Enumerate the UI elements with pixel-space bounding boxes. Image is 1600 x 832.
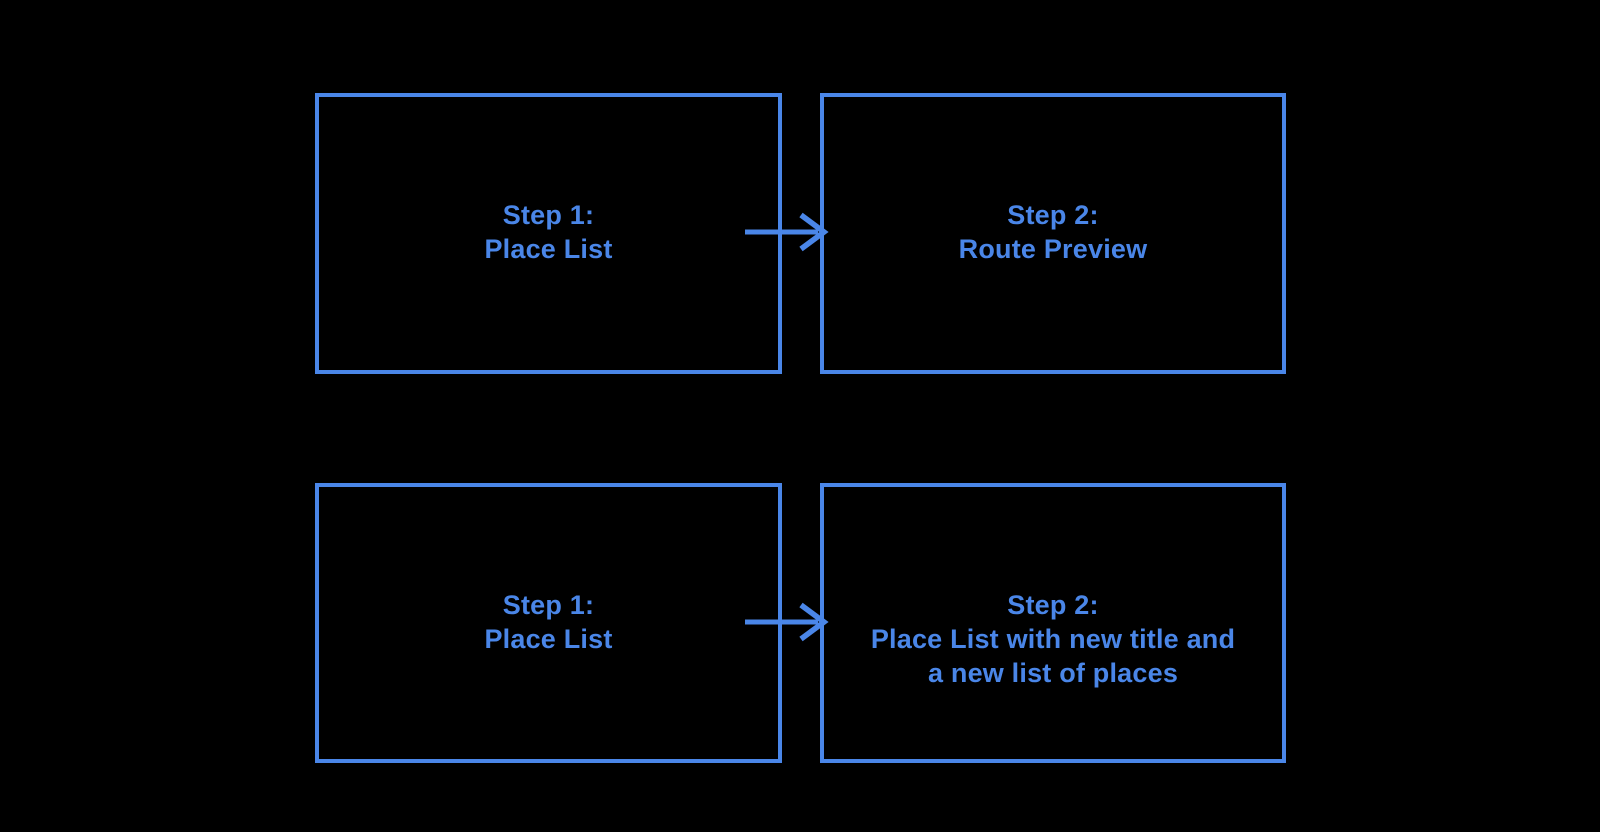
step-label: Step 1: (502, 200, 595, 230)
step1-box-row2: Step 1: Place List (315, 483, 782, 763)
step2-box-row2-label: Step 2: Place List with new title and a … (824, 588, 1282, 690)
step-description: a new list of places (927, 658, 1179, 688)
step2-box-row1: Step 2: Route Preview (820, 93, 1286, 374)
step-description: Route Preview (958, 234, 1148, 264)
step1-box-row2-label: Step 1: Place List (319, 588, 778, 656)
step-label: Step 2: (1007, 590, 1099, 620)
step2-box-row2: Step 2: Place List with new title and a … (820, 483, 1286, 763)
right-arrow-icon (745, 212, 829, 252)
step1-box-row1: Step 1: Place List (315, 93, 782, 374)
step-description: Place List (484, 624, 613, 654)
step-label: Step 1: (502, 590, 595, 620)
right-arrow-icon (745, 602, 829, 642)
step-description: Place List (484, 234, 613, 264)
step-label: Step 2: (1007, 200, 1099, 230)
step-description: Place List with new title and (870, 624, 1236, 654)
step2-box-row1-label: Step 2: Route Preview (824, 198, 1282, 266)
step1-box-row1-label: Step 1: Place List (319, 198, 778, 266)
